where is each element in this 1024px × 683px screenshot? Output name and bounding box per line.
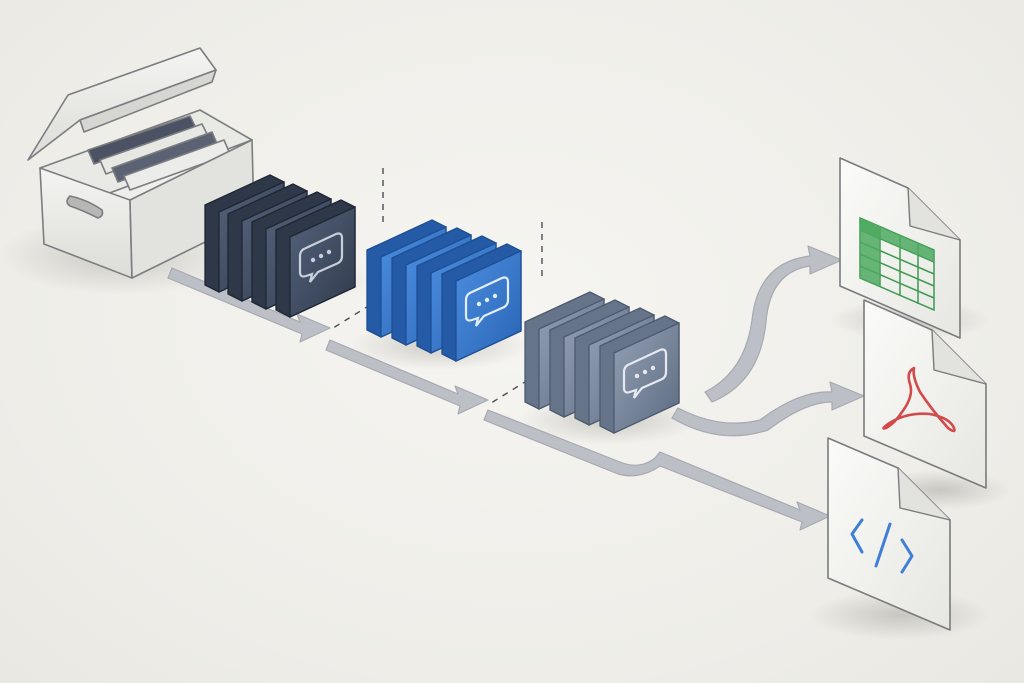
pdf-file-icon: [863, 299, 987, 489]
archive-box-icon: [27, 47, 255, 279]
code-file-icon: [827, 437, 951, 631]
stage-dividers: [329, 168, 543, 406]
stage-2-stack: [366, 219, 522, 363]
flow-arrow-to-pdf: [671, 381, 865, 437]
stage-3-stack: [524, 291, 680, 435]
spreadsheet-file-icon: [839, 157, 961, 339]
chat-bubble-icon: [464, 276, 510, 327]
chat-bubble-icon: [622, 348, 668, 399]
stage-1-stack: [204, 174, 356, 319]
flow-arrow-to-spreadsheet: [704, 245, 843, 403]
stage-1-card-4: [275, 199, 356, 319]
chat-bubble-icon: [298, 232, 344, 283]
flow-arrow-2: [325, 339, 489, 415]
